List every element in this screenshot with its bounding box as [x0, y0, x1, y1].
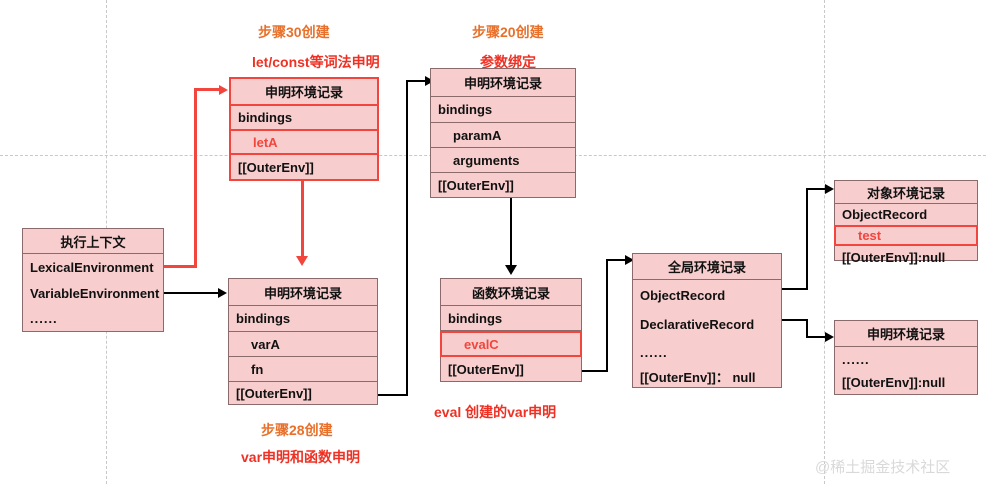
- row-fn: fn: [229, 357, 377, 382]
- box-declarative-env-record-var-header: 申明环境记录: [229, 279, 377, 306]
- note-step28: 步骤28创建: [261, 422, 333, 438]
- arrowhead-to-object-env: [825, 184, 834, 194]
- arrowhead-to-decl-env-var-2: [218, 288, 227, 298]
- note-step20: 步骤20创建: [472, 24, 544, 40]
- row-letA: letA: [231, 131, 377, 155]
- connector-funcenv-outer-h2: [606, 259, 628, 261]
- row-global-declarativerecord: DeclarativeRecord: [640, 317, 755, 332]
- row-test: test: [834, 225, 978, 246]
- row-arguments: arguments: [431, 148, 575, 173]
- box-global-env-record[interactable]: 全局环境记录 ObjectRecord DeclarativeRecord ..…: [632, 253, 782, 388]
- connector-objectrecord-h1: [782, 288, 808, 290]
- connector-declrecord-v: [806, 319, 808, 337]
- arrowhead-to-global-env: [625, 255, 634, 265]
- row-exec-ellipsis: ......: [30, 311, 58, 326]
- box-function-env-record[interactable]: 函数环境记录 bindings evalC [[OuterEnv]]: [440, 278, 582, 382]
- box-declarative-env-record-let[interactable]: 申明环境记录 bindings letA [[OuterEnv]]: [229, 77, 379, 181]
- row-param-outerenv: [[OuterEnv]]: [438, 177, 514, 193]
- connector-declrecord-h1: [782, 319, 808, 321]
- connector-lexicalenv-v: [194, 88, 197, 268]
- row-varA: varA: [229, 332, 377, 357]
- connector-lexicalenv-h2: [194, 88, 221, 91]
- connector-funcenv-outer-h1: [582, 370, 608, 372]
- connector-variableenv: [164, 292, 219, 294]
- row-global-outerenv: [[OuterEnv]]： null: [640, 369, 756, 385]
- row-let-bindings: bindings: [231, 106, 377, 131]
- row-object-objectrecord: ObjectRecord: [842, 207, 928, 222]
- arrowhead-to-func-env: [505, 265, 517, 275]
- arrowhead-to-decl-env-let: [219, 85, 228, 95]
- note-step30: 步骤30创建: [258, 24, 330, 40]
- note-step30-sub: let/const等词法申明: [252, 54, 380, 70]
- note-step28-sub: var申明和函数申明: [241, 449, 361, 465]
- box-object-env-record-header: 对象环境记录: [835, 181, 977, 204]
- box-function-env-record-header: 函数环境记录: [441, 279, 581, 306]
- box-declarative-env-record-param[interactable]: 申明环境记录 bindings paramA arguments [[Outer…: [430, 68, 576, 198]
- row-global-ellipsis: ......: [640, 344, 668, 360]
- row-paramA: paramA: [431, 123, 575, 148]
- row-evalC: evalC: [440, 331, 582, 357]
- row-param-bindings: bindings: [431, 97, 575, 123]
- connector-varenv-outer-h2: [406, 80, 428, 82]
- row-lexical-environment: LexicalEnvironment: [30, 259, 154, 275]
- box-declarative-env-record-global[interactable]: 申明环境记录 ...... [[OuterEnv]]:null: [834, 320, 978, 395]
- row-func-outerenv: [[OuterEnv]]: [448, 361, 524, 377]
- arrowhead-to-decl-env-var: [296, 256, 308, 266]
- connector-varenv-outer-h1: [378, 394, 408, 396]
- row-let-outerenv: [[OuterEnv]]: [238, 159, 314, 175]
- note-step20-sub: 参数绑定: [480, 54, 536, 70]
- row-global-decl-ellipsis: ......: [842, 351, 870, 367]
- row-var-bindings: bindings: [229, 306, 377, 332]
- box-global-env-record-header: 全局环境记录: [633, 254, 781, 280]
- watermark: @稀土掘金技术社区: [815, 459, 951, 476]
- row-object-outerenv: [[OuterEnv]]:null: [842, 249, 946, 265]
- row-variable-environment: VariableEnvironment: [30, 285, 160, 301]
- box-declarative-env-record-var[interactable]: 申明环境记录 bindings varA fn [[OuterEnv]]: [228, 278, 378, 405]
- connector-varenv-outer-v: [406, 80, 408, 396]
- row-global-objectrecord: ObjectRecord: [640, 287, 726, 303]
- box-declarative-env-record-param-header: 申明环境记录: [431, 69, 575, 97]
- row-var-outerenv: [[OuterEnv]]: [236, 385, 312, 401]
- guide-line-vertical-right: [824, 0, 825, 484]
- connector-declrecord-h2: [806, 336, 828, 338]
- connector-objectrecord-v: [806, 188, 808, 290]
- note-eval: eval 创建的var申明: [434, 404, 557, 420]
- box-object-env-record[interactable]: 对象环境记录 ObjectRecord test [[OuterEnv]]:nu…: [834, 180, 978, 265]
- arrowhead-to-decl-env-global: [825, 332, 834, 342]
- connector-funcenv-outer-v: [606, 259, 608, 372]
- box-execution-context[interactable]: 执行上下文 LexicalEnvironment VariableEnviron…: [22, 228, 164, 332]
- box-execution-context-header: 执行上下文: [23, 229, 163, 254]
- row-func-bindings: bindings: [441, 306, 581, 331]
- box-declarative-env-record-global-header: 申明环境记录: [835, 321, 977, 347]
- box-declarative-env-record-let-header: 申明环境记录: [231, 79, 377, 106]
- row-global-decl-outerenv: [[OuterEnv]]:null: [842, 375, 946, 390]
- connector-lexicalenv-h1: [164, 265, 194, 268]
- connector-objectrecord-h2: [806, 188, 828, 190]
- connector-letenv-to-varenv: [301, 180, 304, 258]
- connector-param-to-funcenv: [510, 198, 512, 268]
- arrowhead-to-decl-env-param: [425, 76, 434, 86]
